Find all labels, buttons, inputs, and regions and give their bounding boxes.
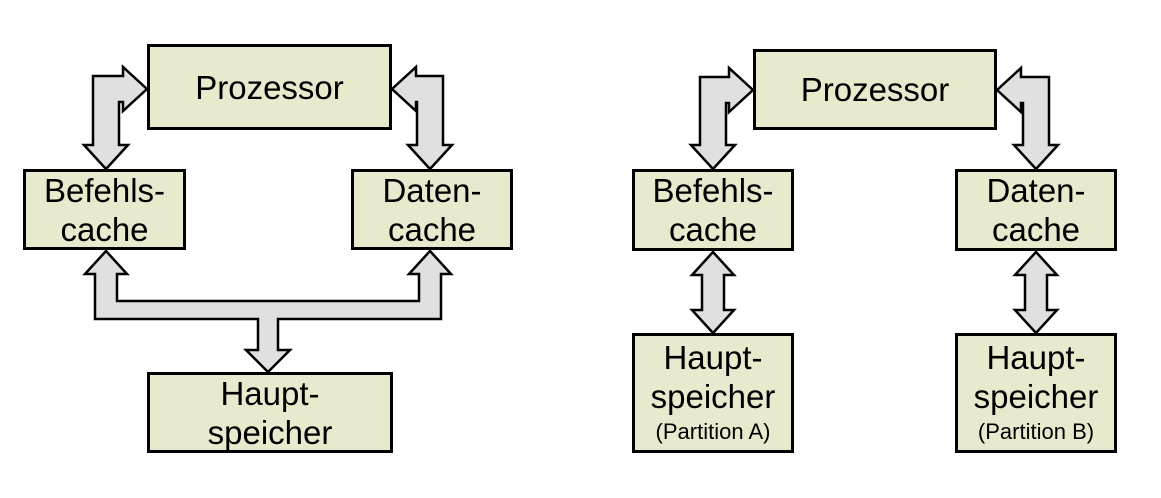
data-cache-label-line2-left: cache [387,210,477,248]
main-memory-partition-a-box: Haupt- speicher (Partition A) [632,333,794,453]
data-cache-label-line1-right: Daten- [986,172,1086,209]
main-memory-label-line1-left: Haupt- [220,374,320,412]
main-memory-a-partition-note: (Partition A) [655,419,771,444]
processor-label-right: Prozessor [800,71,950,108]
processor-box-right: Prozessor [753,49,997,130]
instruction-cache-label-line1-right: Befehls- [652,172,774,209]
data-cache-box-right: Daten- cache [955,169,1117,251]
arrow-processor-data-cache-right [995,65,1061,171]
arrow-caches-main-memory-branch [82,249,454,374]
main-memory-b-partition-note: (Partition B) [977,419,1095,444]
instruction-cache-box-right: Befehls- cache [632,169,794,251]
main-memory-a-label-line1: Haupt- [663,339,763,376]
instruction-cache-label-line1-left: Befehls- [43,171,166,209]
processor-box-left: Prozessor [147,44,392,130]
data-cache-label-line1-left: Daten- [382,171,482,209]
main-memory-b-label-line2: speicher [973,378,1099,415]
data-cache-label-line2-right: cache [991,211,1081,248]
main-memory-partition-b-box: Haupt- speicher (Partition B) [955,333,1117,453]
instruction-cache-box-left: Befehls- cache [23,169,186,250]
arrow-processor-instruction-cache-right [688,65,755,171]
instruction-cache-label-line2-right: cache [668,211,758,248]
processor-label-left: Prozessor [195,68,344,106]
arrow-processor-data-cache-left [390,64,455,171]
data-cache-box-left: Daten- cache [351,169,513,250]
instruction-cache-label-line2-left: cache [60,210,149,248]
arrow-processor-instruction-cache-left [81,64,149,171]
arrow-instruction-cache-partition-a [689,250,737,335]
arrow-data-cache-partition-b [1012,250,1060,335]
main-memory-b-label-line1: Haupt- [986,339,1086,376]
main-memory-box-left: Haupt- speicher [147,372,393,453]
main-memory-label-line2-left: speicher [207,413,333,451]
main-memory-a-label-line2: speicher [650,378,776,415]
